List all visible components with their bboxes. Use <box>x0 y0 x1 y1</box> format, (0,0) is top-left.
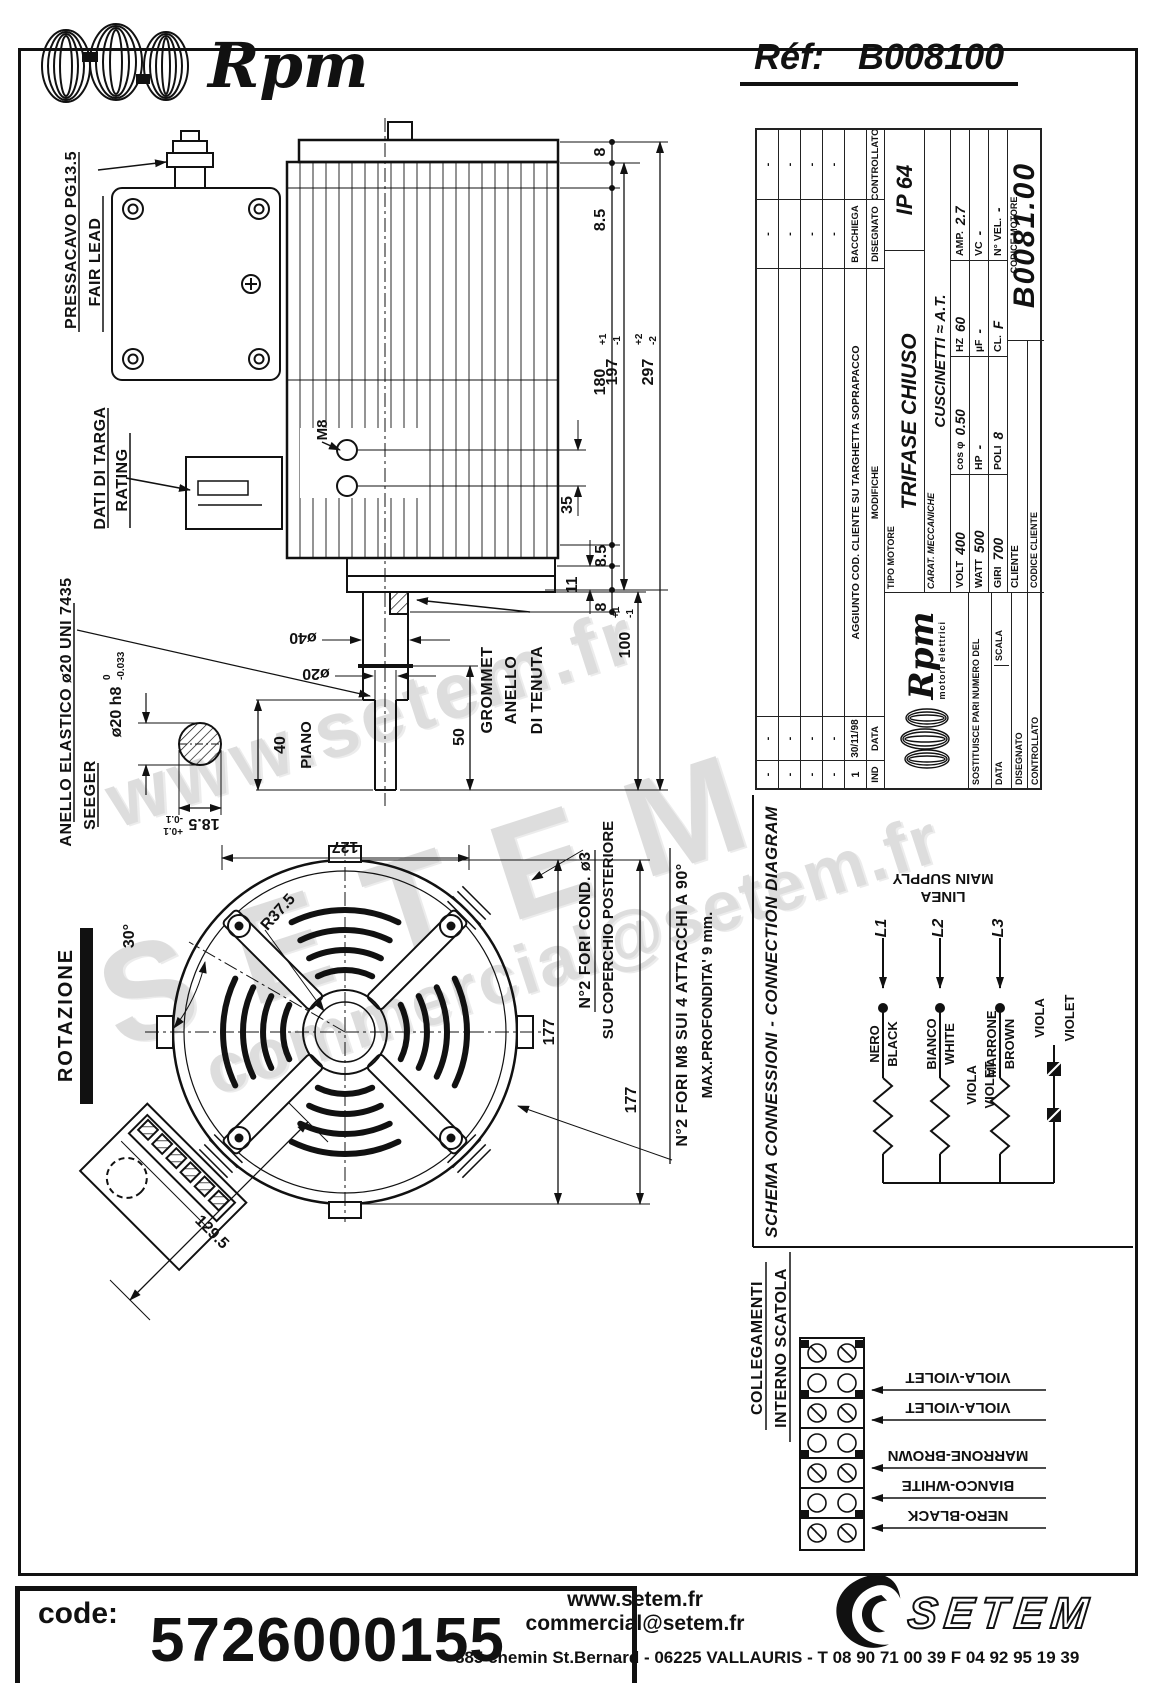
cliente-cell: CLIENTE <box>1008 341 1028 592</box>
codice-cliente-cell: CODICE CLIENTE <box>1029 511 1039 588</box>
carat-meccaniche-cell: CARAT. MECCANICHE CUSCINETTI ≈ A.T. <box>925 130 951 592</box>
rpm-logo: Rpm <box>38 22 368 110</box>
codice-motore-cell: CODICE MOTORE B0081.00 <box>1008 161 1041 309</box>
code-label: code: <box>38 1597 119 1630</box>
footer-contact: www.setem.fr commercial@setem.fr <box>470 1588 800 1636</box>
rpm-coils-icon <box>41 23 189 103</box>
setem-logo-text: SETEM <box>904 1588 1098 1639</box>
ref-label: Réf: <box>754 36 824 77</box>
controllato-field: CONTROLLATO <box>1030 716 1040 785</box>
website-link[interactable]: www.setem.fr <box>567 1588 703 1611</box>
setem-logo: SETEM <box>828 1566 1098 1662</box>
rpm-coils-icon-small <box>899 707 950 769</box>
email-link[interactable]: commercial@setem.fr <box>525 1612 745 1635</box>
brand-text: Rpm <box>208 29 369 102</box>
footer-address: 885 chemin St.Bernard - 06225 VALLAURIS … <box>455 1648 1080 1667</box>
tipo-motore-cell: TIPO MOTORE TRIFASE CHIUSO <box>885 250 924 592</box>
code-box: code: 5726000155 <box>15 1586 637 1683</box>
disegnato-field: DISEGNATO <box>1012 593 1028 788</box>
ip-rating: IP 64 <box>891 164 917 216</box>
code-value: 5726000155 <box>150 1606 505 1675</box>
sostituisce-field: SOSTITUISCE PARI NUMERO DEL <box>969 593 992 788</box>
setem-swirl-icon <box>836 1574 901 1648</box>
ref-value: B008100 <box>858 36 1005 77</box>
sheet-frame <box>18 48 1138 1576</box>
reference-number: Réf: B008100 <box>740 36 1019 86</box>
